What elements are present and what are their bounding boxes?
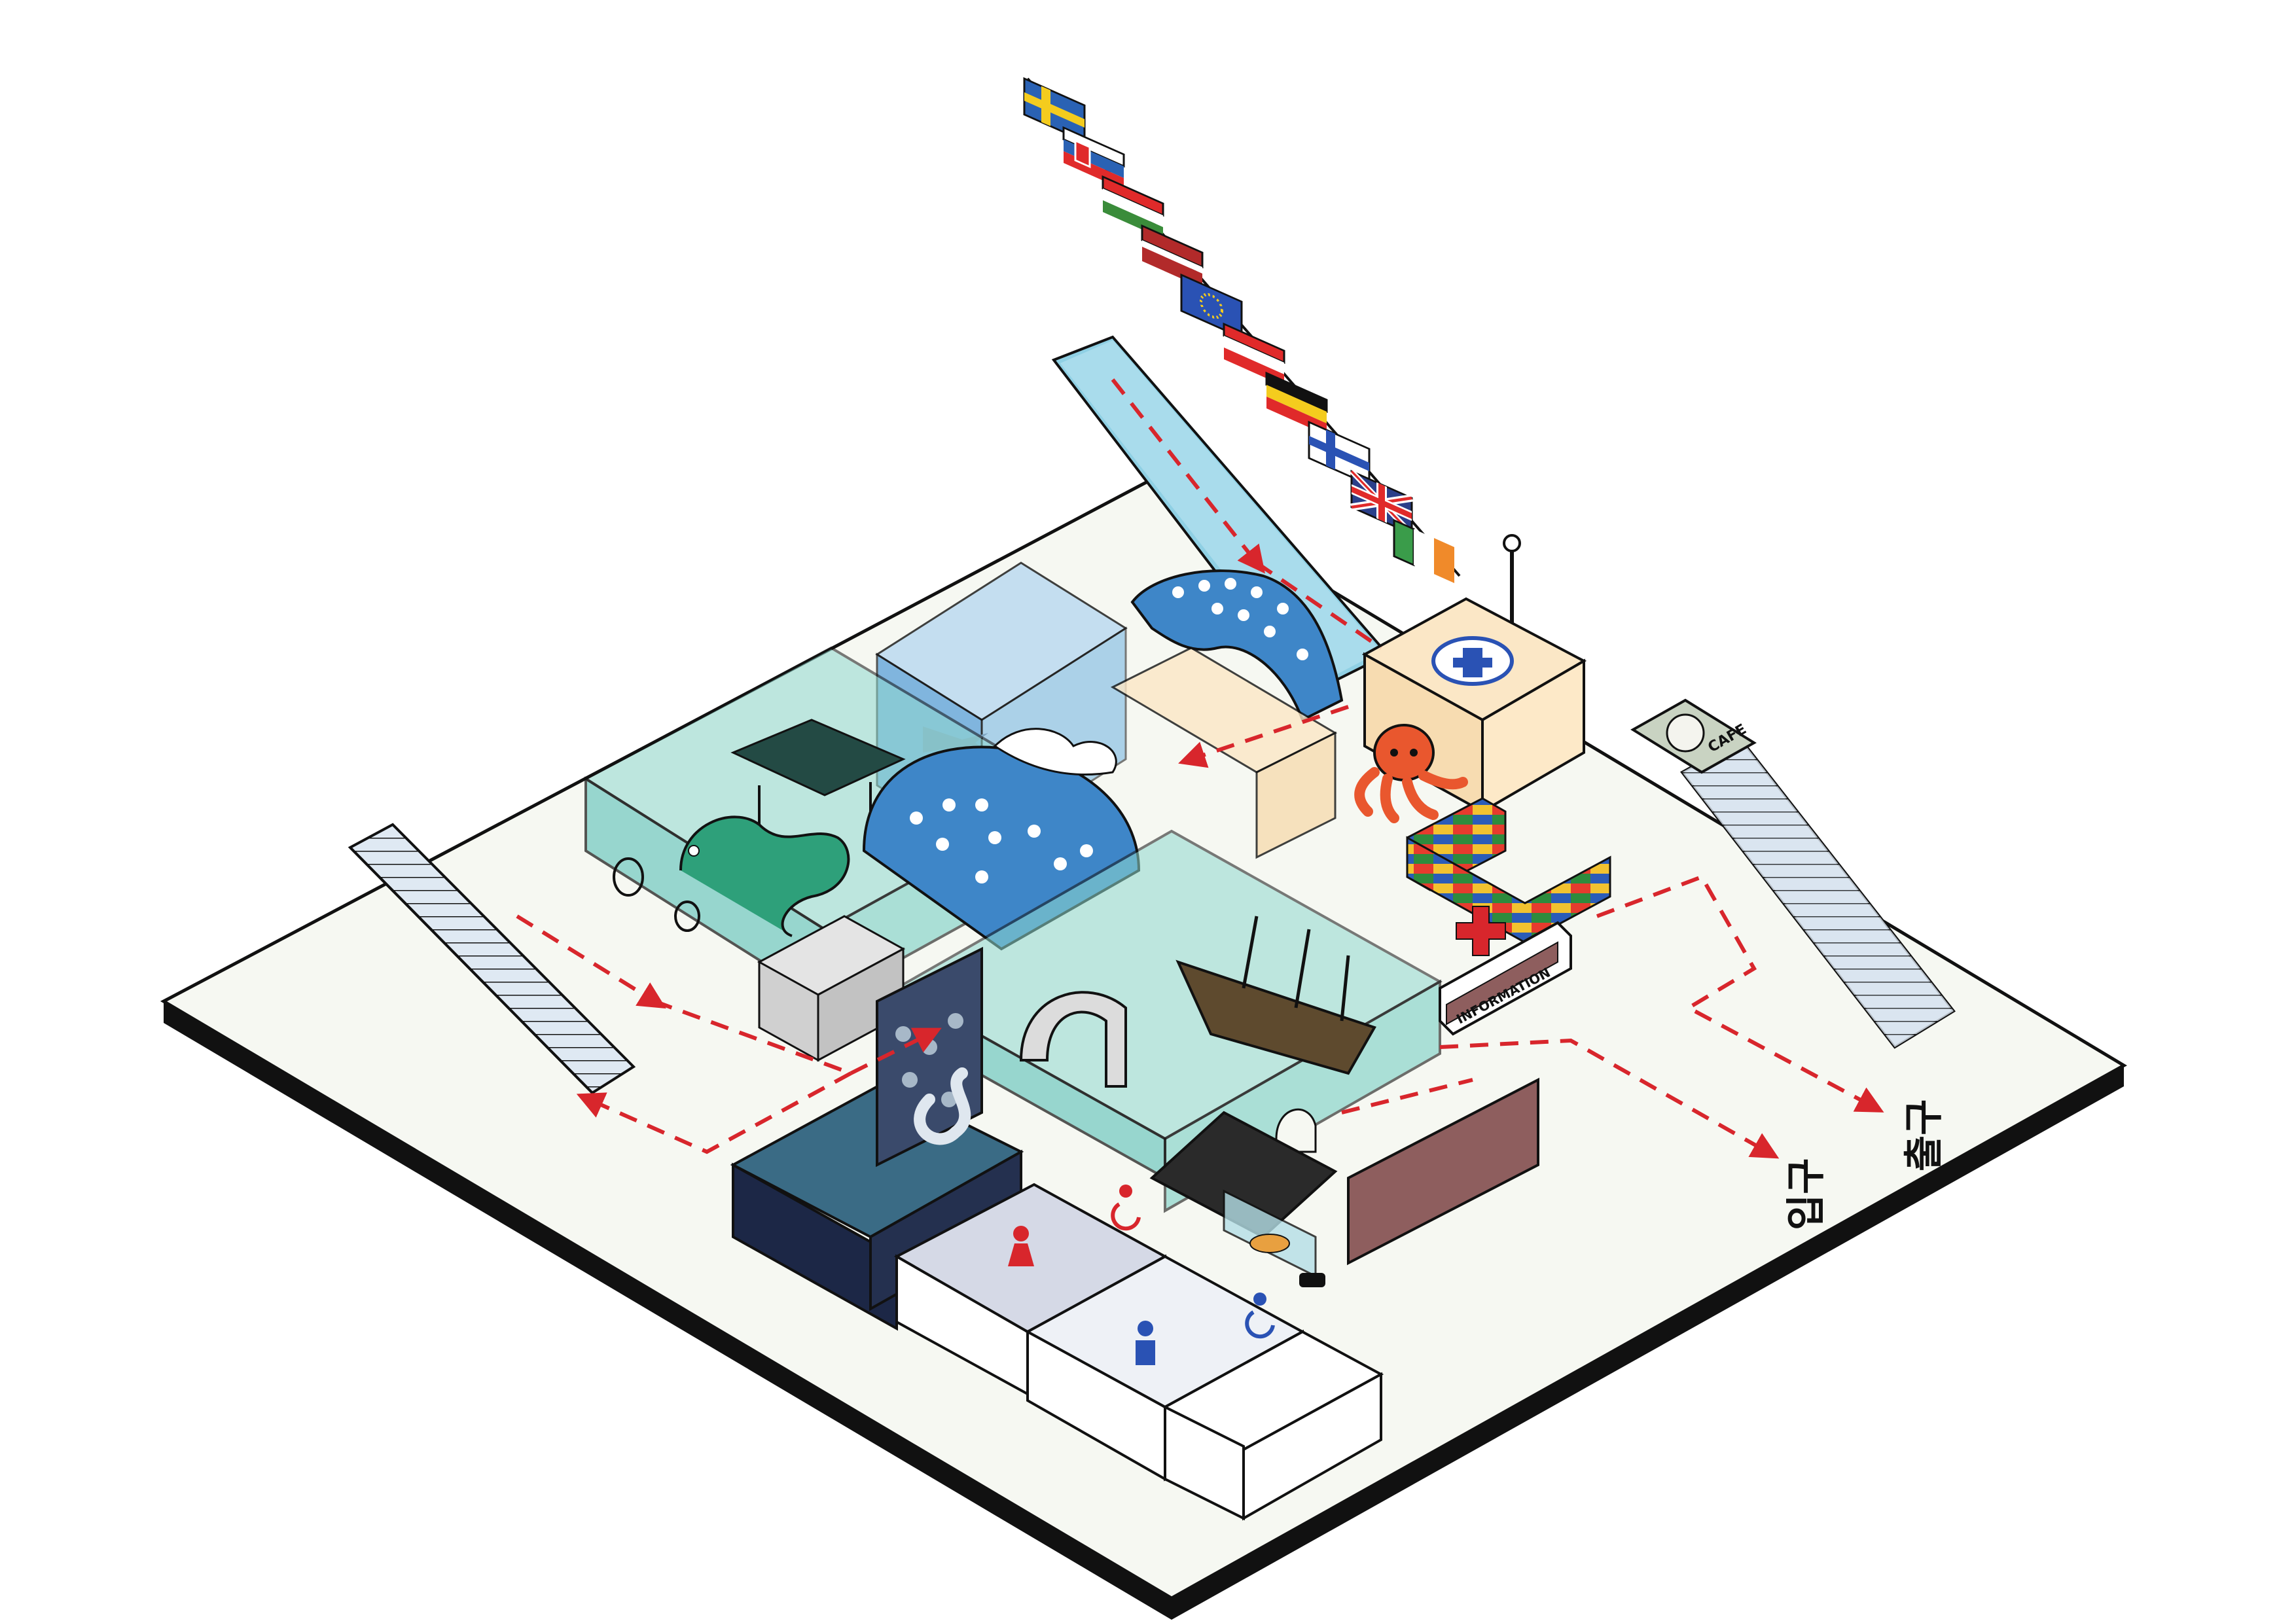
eu-flag: [1180, 273, 1243, 340]
maroon-wall: [1347, 1077, 1539, 1266]
wheelchair-icon-blue: [1245, 1293, 1275, 1339]
exit-label: 출구: [1901, 1099, 1947, 1171]
tan-corridor: [1110, 647, 1338, 859]
latvia-flag: [1141, 224, 1204, 288]
sweden-flag: [1023, 77, 1086, 143]
female-restroom-icon: [1008, 1226, 1034, 1266]
coffee-cup-icon: [1666, 713, 1705, 753]
visitor-route: [516, 378, 1884, 1159]
restroom-blocks: [893, 1183, 1384, 1521]
entrance-label: 입구: [1784, 1158, 1829, 1230]
fish-icon: [1249, 1234, 1290, 1253]
red-cross-icon: [1456, 906, 1506, 956]
baby-bottle-icon: [1299, 1273, 1325, 1287]
grey-room: [757, 915, 906, 1062]
wheelchair-icon: [1111, 1185, 1141, 1231]
lego-block-wall: [1406, 797, 1611, 944]
wave-sculpture: [1130, 569, 1344, 722]
octopus-figure: [1354, 724, 1468, 823]
traditional-roof: [1149, 1111, 1338, 1278]
finland-flag: [1308, 420, 1371, 487]
left-escalator: [348, 823, 636, 1095]
male-restroom-icon: [1136, 1321, 1155, 1365]
ireland-flag: [1393, 518, 1454, 583]
slovakia-flag: [1062, 126, 1125, 190]
flag-banner: [1023, 77, 1521, 654]
hungary-flag: [1102, 175, 1164, 239]
cafe-sign: CAFE: [1630, 698, 1757, 774]
